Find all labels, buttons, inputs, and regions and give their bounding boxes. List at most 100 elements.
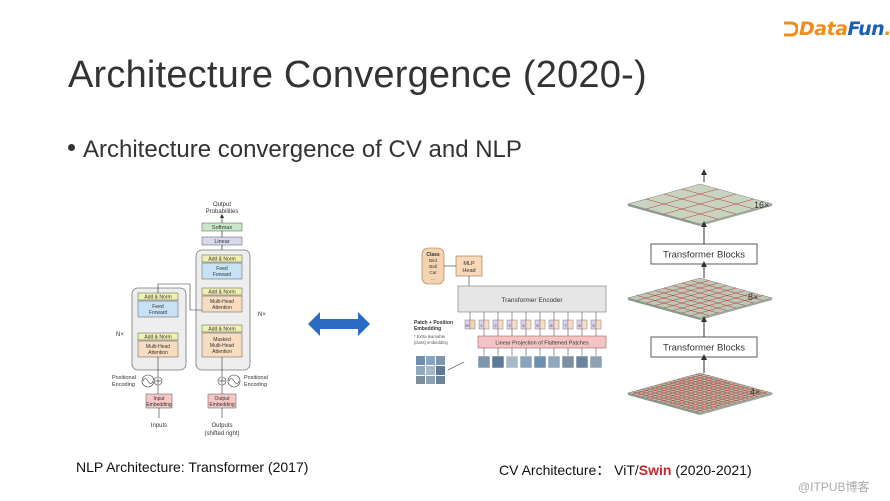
vit-class-3: Ball	[429, 264, 437, 269]
bullet-text: Architecture convergence of CV and NLP	[83, 136, 522, 163]
tf-pos-left-2: Encoding	[112, 382, 135, 388]
vit-token-label: 2	[494, 323, 497, 328]
tf-inputs-label: Inputs	[151, 423, 167, 429]
tf-output-prob-1: Output	[213, 202, 231, 208]
caption-cv: CV Architecture： ViT/Swin (2020-2021)	[499, 460, 752, 480]
tf-dec-addnorm-1	[201, 324, 243, 333]
vit-token	[525, 319, 532, 330]
swin-plane-edge	[700, 393, 772, 415]
vit-token-label: 7	[564, 323, 567, 328]
vit-class-2: Bird	[429, 258, 437, 263]
swin-scale-8x: 8×	[748, 292, 758, 302]
swin-grid-line	[690, 295, 764, 316]
vit-diagram: Class Bird Ball Car ... MLP Head Transfo…	[414, 247, 607, 384]
vit-token	[511, 319, 518, 330]
caption-cv-suffix: (2020-2021)	[671, 462, 752, 478]
tf-dec-masked-label-2: Multi-Head	[210, 343, 234, 349]
bullet-dot-icon	[68, 144, 75, 152]
swin-grid-line	[668, 383, 741, 405]
swin-plane-edge	[700, 204, 772, 226]
tf-dec-addnorm-2	[201, 287, 243, 296]
swin-plane-edge	[628, 204, 700, 226]
vit-patch	[547, 355, 561, 369]
vit-extra-2: [class] embedding	[414, 340, 448, 345]
tf-dec-ff-label-2: Forward	[213, 272, 232, 278]
swin-grid-line	[645, 292, 719, 314]
swin-grid-line	[632, 391, 705, 413]
swin-grid-line	[663, 382, 737, 404]
tf-pos-left-1: Positional	[112, 375, 136, 381]
swin-grid-line	[636, 295, 710, 316]
logo-mark-icon	[784, 21, 798, 37]
tf-enc-mha-label-2: Attention	[148, 350, 168, 356]
vit-linear-label: Linear Projection of Flattened Patches	[495, 341, 589, 347]
swin-grid-line	[690, 390, 764, 411]
vit-token-label: 1	[480, 323, 483, 328]
swin-grid-line	[650, 386, 723, 408]
vit-patch-2: Embedding	[414, 326, 441, 332]
swin-grid-line	[654, 385, 728, 406]
vit-class-1: Class	[426, 252, 440, 258]
tf-enc-nx: N×	[116, 332, 124, 338]
tf-dec-addnorm-1-label: Add & Norm	[208, 327, 235, 333]
swin-scale-16x: 16×	[754, 200, 769, 210]
swin-grid-line	[672, 385, 746, 406]
tf-enc-addnorm-1-label: Add & Norm	[144, 335, 171, 341]
swin-blocks-top-label: Transformer Blocks	[663, 250, 745, 261]
swin-grid-line	[645, 198, 719, 220]
swin-blocks-bottom-label: Transformer Blocks	[663, 343, 745, 354]
vit-token-label: 0*	[466, 323, 470, 328]
swin-grid-line	[677, 386, 750, 408]
vit-token	[539, 319, 546, 330]
vit-patch	[575, 355, 589, 369]
swin-scale-4x: 4×	[750, 387, 760, 397]
tf-input-emb-1: Input	[153, 396, 165, 402]
slide-title: Architecture Convergence (2020-)	[68, 54, 647, 96]
logo-text-blue: Fun	[847, 18, 885, 40]
vit-token	[469, 319, 476, 330]
swin-grid-line	[663, 287, 737, 309]
tf-pos-right-2: Encoding	[244, 382, 267, 388]
vit-patch-1: Patch + Position	[414, 320, 453, 326]
swin-feature-map-8x	[626, 277, 774, 320]
vit-encoder-box	[457, 285, 607, 313]
caption-cv-swin: Swin	[638, 462, 672, 478]
tf-softmax-label: Softmax	[212, 225, 232, 231]
swin-grid-line	[645, 387, 719, 409]
tf-dec-nx: N×	[258, 312, 266, 318]
tf-dec-mha-label-1: Multi-Head	[210, 299, 234, 305]
swin-grid-line	[654, 290, 728, 311]
vit-extra-1: * Extra learnable	[414, 334, 446, 339]
swin-feature-map-4x	[626, 372, 774, 415]
tf-output-emb-2: Embedding	[209, 402, 235, 408]
tf-output-prob-2: Probabilities	[206, 209, 239, 215]
vit-patch	[561, 355, 575, 369]
tf-dec-ff-box	[201, 262, 243, 280]
tf-enc-ff-label-2: Forward	[149, 310, 168, 316]
vit-patch	[491, 355, 505, 369]
vit-token	[483, 319, 490, 330]
vit-patch	[589, 355, 603, 369]
logo-dot: .	[884, 18, 890, 40]
vit-token-label: 5	[536, 323, 539, 328]
vit-patch	[477, 355, 491, 369]
vit-patch	[519, 355, 533, 369]
swin-diagram: 16× Transformer Blocks 8× Transformer Bl…	[626, 169, 774, 415]
tf-dec-mha-label-2: Attention	[212, 305, 232, 311]
logo-text-orange: Data	[799, 18, 848, 40]
tf-enc-addnorm-2-label: Add & Norm	[144, 295, 171, 301]
tf-dec-addnorm-3	[201, 254, 243, 263]
vit-mlp-2: Head	[462, 268, 475, 274]
swin-grid-line	[681, 387, 755, 409]
caption-nlp: NLP Architecture: Transformer (2017)	[76, 459, 309, 475]
vit-encoder-label: Transformer Encoder	[501, 297, 563, 304]
vit-class-4: Car	[429, 270, 437, 275]
swin-grid-line	[641, 388, 714, 410]
tf-enc-ff-box	[137, 300, 179, 318]
swin-grid-line	[659, 383, 732, 405]
tf-dec-masked-label-3: Attention	[212, 349, 232, 355]
swin-plane-edge	[628, 298, 700, 320]
swin-grid-line	[636, 390, 710, 411]
swin-plane-edge	[700, 298, 772, 320]
